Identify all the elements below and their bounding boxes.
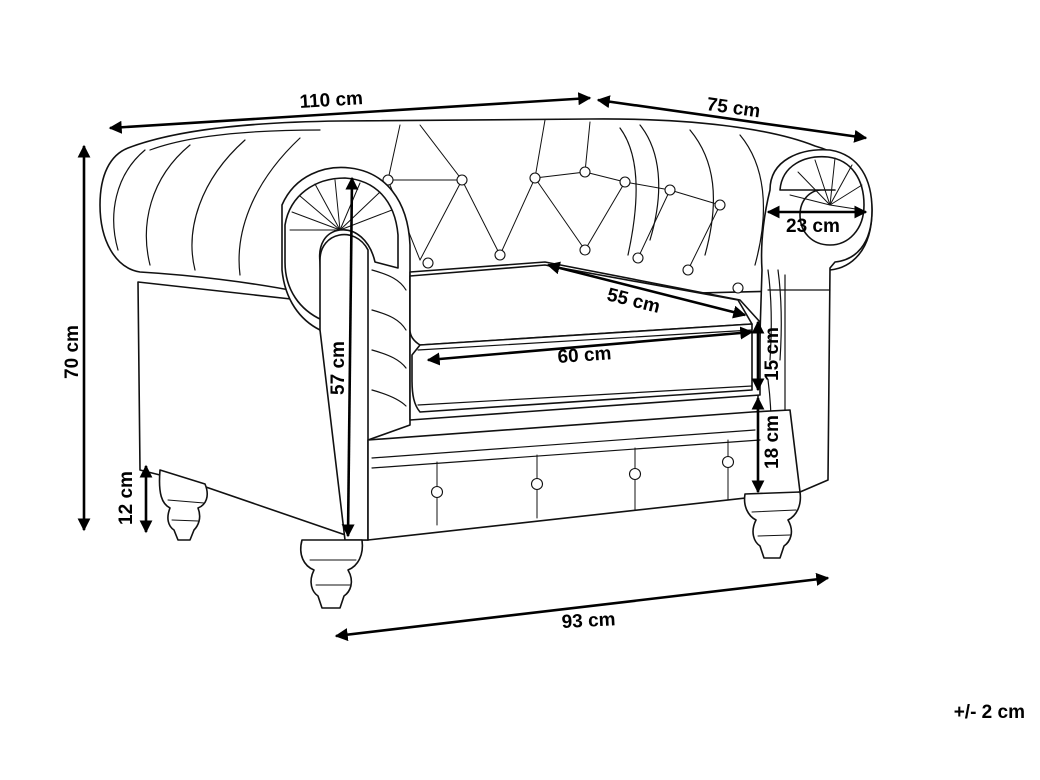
dim-line-seat-depth [546, 261, 747, 319]
dim-line-depth [596, 95, 868, 143]
dimension-lines [77, 92, 868, 642]
dim-line-arm-height [341, 176, 359, 538]
armchair-drawing [99, 118, 873, 609]
dim-line-width [108, 92, 592, 134]
dim-line-seat-width [426, 326, 754, 366]
label-width: 110 cm [299, 88, 364, 113]
label-leg-height: 12 cm [116, 471, 137, 525]
label-seat-height: 18 cm [762, 415, 783, 469]
front-base [367, 409, 801, 541]
left-arm-scroll [284, 177, 399, 321]
leg-front-left [299, 539, 364, 609]
left-scroll-fan [289, 179, 393, 231]
leg-front-right [743, 491, 802, 559]
label-seat-width: 60 cm [557, 343, 612, 368]
left-arm-pleats [371, 269, 407, 407]
label-arm-height: 57 cm [328, 341, 349, 395]
label-arm-width: 23 cm [786, 216, 840, 237]
label-base-width: 93 cm [561, 609, 616, 633]
tolerance-note: +/- 2 cm [954, 702, 1025, 723]
left-roll-pleats [113, 129, 321, 276]
label-depth: 75 cm [705, 94, 761, 122]
dim-line-base-width [334, 572, 830, 642]
label-cushion-height: 15 cm [762, 327, 783, 381]
front-base-buttons [430, 455, 735, 499]
leg-back-left [158, 469, 208, 541]
label-height: 70 cm [62, 325, 83, 379]
